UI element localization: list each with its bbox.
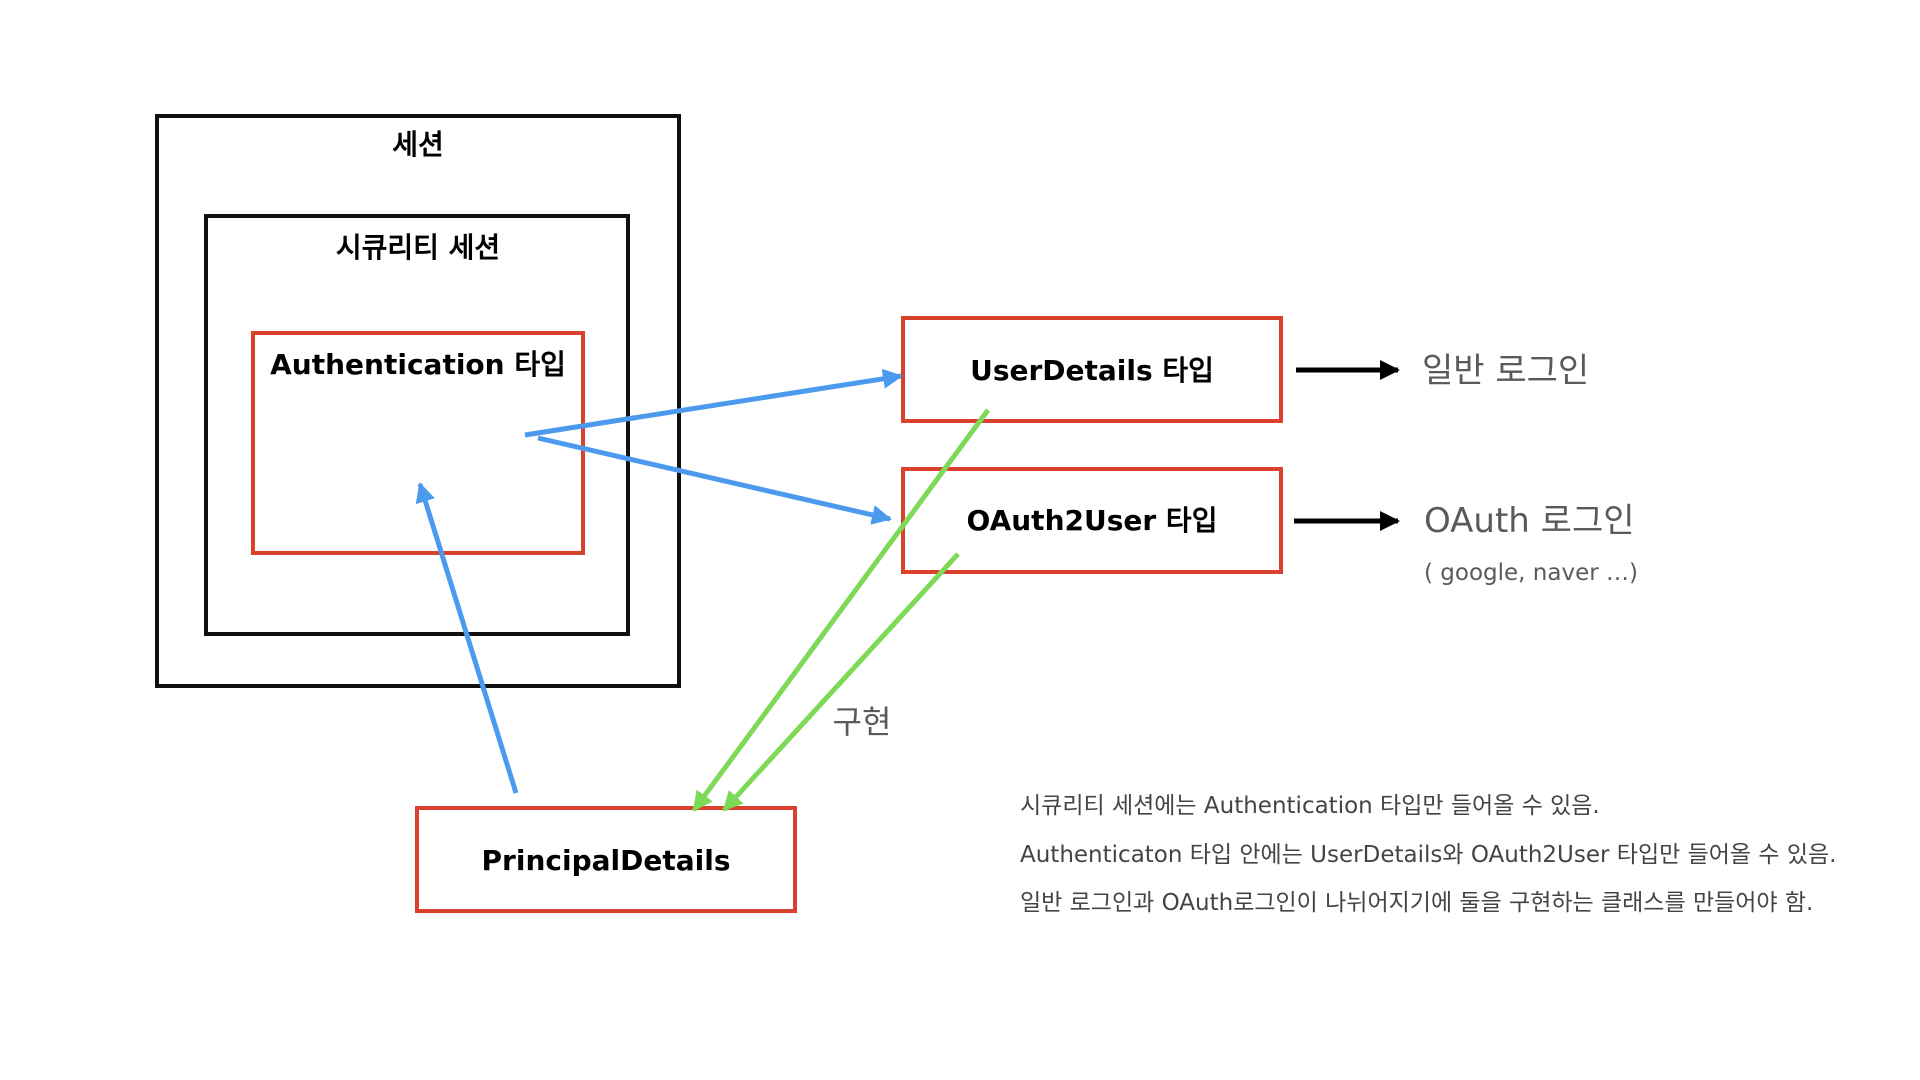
oauth-login-label: OAuth 로그인 — [1424, 501, 1635, 541]
authentication-box — [251, 331, 585, 555]
userdetails-implements-arrow — [691, 408, 991, 812]
auth-to-oauth2user-arrow — [537, 435, 892, 525]
principal-to-auth-arrow — [415, 482, 519, 794]
user-details-box — [901, 316, 1283, 423]
oauth2-user-box — [901, 467, 1283, 574]
user-details-label: UserDetails 타입 — [970, 354, 1214, 387]
session-label: 세션 — [392, 128, 444, 161]
authentication-label: Authentication 타입 — [270, 348, 566, 381]
note-line-1: 시큐리티 세션에는 Authentication 타입만 들어올 수 있음. — [1020, 793, 1600, 819]
security-session-box — [204, 214, 630, 636]
implementation-label: 구현 — [833, 703, 892, 741]
note-line-2: Authenticaton 타입 안에는 UserDetails와 OAuth2… — [1020, 842, 1836, 868]
oauth2-user-label: OAuth2User 타입 — [967, 504, 1218, 537]
general-login-label: 일반 로그인 — [1422, 351, 1589, 391]
note-line-3: 일반 로그인과 OAuth로그인이 나뉘어지기에 둘을 구현하는 클래스를 만들… — [1020, 890, 1813, 916]
session-box — [155, 114, 681, 688]
oauth2user-implements-arrow — [722, 552, 960, 812]
oauth-providers-label: ( google, naver …) — [1424, 560, 1638, 586]
security-session-label: 시큐리티 세션 — [336, 231, 500, 264]
principal-details-box — [415, 806, 797, 913]
auth-to-userdetails-arrow — [524, 368, 903, 438]
principal-details-label: PrincipalDetails — [482, 844, 731, 877]
